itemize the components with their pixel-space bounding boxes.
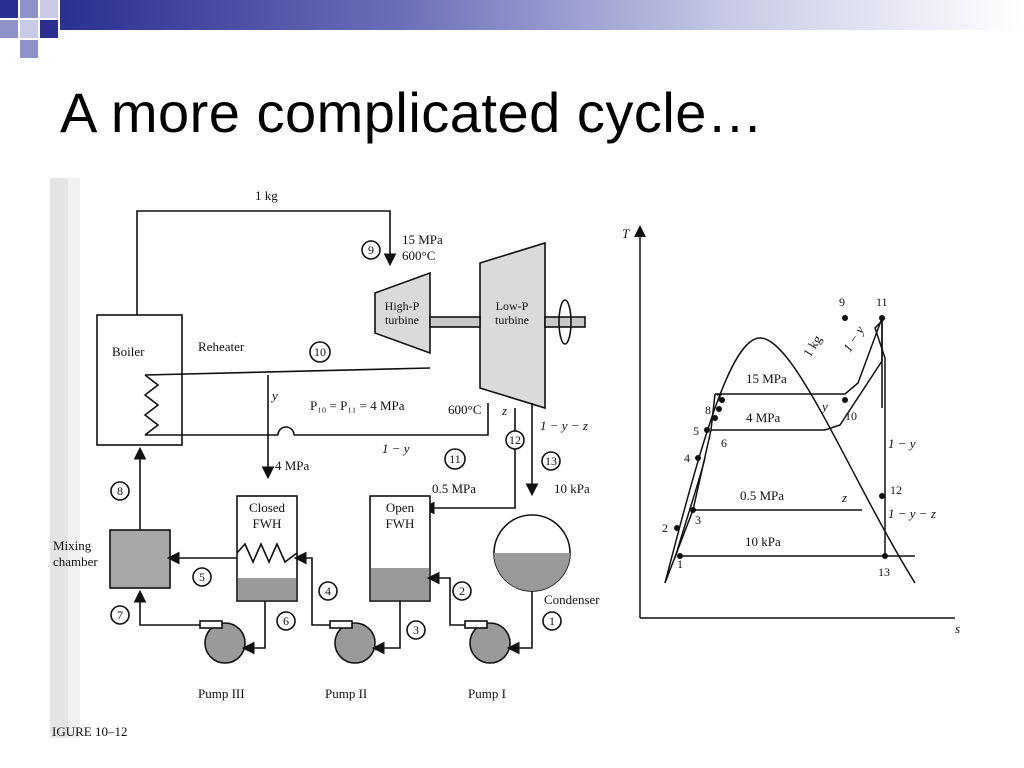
ts-point-4: 4 [684, 451, 690, 465]
ts-point-9: 9 [839, 295, 845, 309]
state-11: 11 [449, 452, 461, 466]
reheat-temp-label: 600°C [448, 402, 481, 417]
ts-frac-1-y-top: 1 − y [840, 323, 867, 355]
ts-line-05mpa: 0.5 MPa [740, 488, 784, 503]
ts-point-5: 5 [693, 424, 699, 438]
frac-1-y-label: 1 − y [382, 441, 410, 456]
condenser-pressure-label: 10 kPa [554, 481, 590, 496]
state-1: 1 [549, 614, 555, 628]
open-fwh-label-1: Open [386, 500, 415, 515]
corner-decoration [0, 0, 70, 62]
closed-pressure-label: 4 MPa [275, 458, 310, 473]
ts-point-13: 13 [878, 565, 890, 579]
state-7: 7 [117, 608, 123, 622]
ts-point-2: 2 [662, 521, 668, 535]
open-fwh-label-2: FWH [386, 516, 415, 531]
hp-turbine [374, 271, 431, 355]
ts-point-7: 7 [716, 391, 722, 405]
state-9: 9 [368, 243, 374, 257]
ts-line-4mpa: 4 MPa [746, 410, 781, 425]
condenser-label: Condenser [544, 592, 600, 607]
ts-point-12: 12 [890, 483, 902, 497]
pump-i-label: Pump I [468, 686, 506, 701]
ts-frac-y: y [820, 399, 828, 414]
ts-frac-1-y-side: 1 − y [888, 436, 916, 451]
frac-y-label: y [270, 388, 278, 403]
cycle-figure-svg: 9 10 11 12 13 8 5 4 2 7 6 3 1 1 kg 15 MP… [50, 178, 960, 738]
lp-turbine-label-2: turbine [495, 313, 529, 327]
pump-ii [334, 622, 376, 664]
closed-fwh-label-2: FWH [253, 516, 282, 531]
lp-turbine [479, 241, 546, 410]
header-banner [60, 0, 1024, 30]
state-6: 6 [283, 614, 289, 628]
pump-ii-label: Pump II [325, 686, 367, 701]
ts-state-points [674, 315, 888, 559]
state-5: 5 [199, 570, 205, 584]
hp-turbine-label-1: High-P [385, 299, 420, 313]
lp-turbine-label-1: Low-P [496, 299, 529, 313]
scan-edge [50, 178, 68, 738]
boiler-label: Boiler [112, 344, 145, 359]
pump-i [469, 622, 511, 664]
closed-fwh-label-1: Closed [249, 500, 286, 515]
ts-point-3: 3 [695, 513, 701, 527]
state-8: 8 [117, 484, 123, 498]
pump-iii-label: Pump III [198, 686, 245, 701]
ts-line-10kpa: 10 kPa [745, 534, 781, 549]
state-2: 2 [459, 584, 465, 598]
schematic [96, 210, 586, 664]
ts-frac-1-y-z: 1 − y − z [888, 506, 936, 521]
mixing-label-1: Mixing [53, 538, 92, 553]
mixing-label-2: chamber [53, 554, 98, 569]
ts-point-10: 10 [845, 409, 857, 423]
pressure-equation: P₁₀ = P₁₁ = 4 MPa [310, 398, 405, 413]
hp-turbine-label-2: turbine [385, 313, 419, 327]
ts-axis-s: s [955, 621, 960, 636]
ts-mass-1kg: 1 kg [800, 332, 825, 360]
flow-top-label: 1 kg [255, 188, 278, 203]
state-3: 3 [413, 623, 419, 637]
cycle-figure: 9 10 11 12 13 8 5 4 2 7 6 3 1 1 kg 15 MP… [50, 178, 974, 738]
state-13: 13 [545, 454, 557, 468]
frac-z-label: z [501, 403, 507, 418]
pump-iii [204, 622, 246, 664]
ts-axis-t: T [622, 226, 630, 241]
ts-point-11: 11 [876, 295, 888, 309]
state-12: 12 [509, 433, 521, 447]
open-pressure-label: 0.5 MPa [432, 481, 476, 496]
inlet-temp-label: 600°C [402, 248, 435, 263]
inlet-pressure-label: 15 MPa [402, 232, 443, 247]
frac-1-y-z-label: 1 − y − z [540, 418, 588, 433]
ts-diagram [634, 225, 955, 619]
ts-point-1: 1 [677, 557, 683, 571]
slide-title: A more complicated cycle… [60, 81, 764, 144]
reheater-label: Reheater [198, 339, 245, 354]
state-10: 10 [314, 345, 326, 359]
ts-point-6: 6 [721, 436, 727, 450]
state-4: 4 [325, 584, 331, 598]
figure-caption-fragment: IGURE 10–12 [52, 724, 127, 738]
scan-edge-light [68, 178, 80, 738]
ts-point-8: 8 [705, 403, 711, 417]
ts-line-15mpa: 15 MPa [746, 371, 787, 386]
ts-frac-z: z [841, 490, 847, 505]
